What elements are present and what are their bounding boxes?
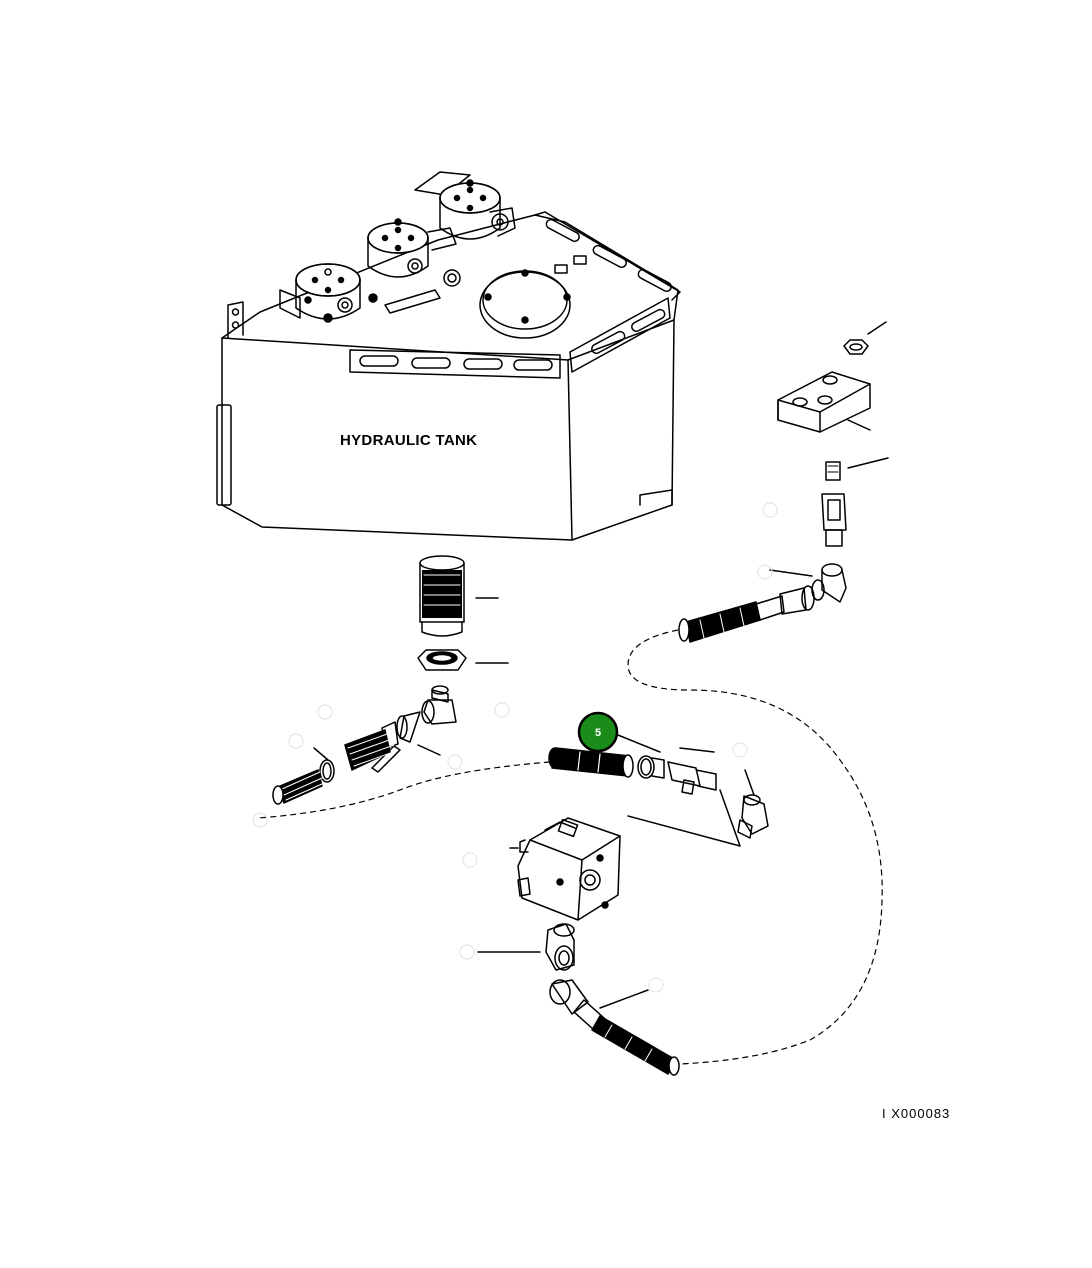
pressure-hose-lower xyxy=(549,979,680,1076)
return-hose-upper xyxy=(678,585,815,643)
figure-id: I X000083 xyxy=(882,1106,950,1121)
mounting-block xyxy=(777,371,871,433)
pump-elbow xyxy=(477,923,575,971)
callout-number: 5 xyxy=(595,727,601,739)
check-valve xyxy=(821,457,889,547)
hydraulic-tank xyxy=(216,171,681,541)
suction-hose-left xyxy=(272,711,441,805)
hose-routing-lines xyxy=(257,629,883,1065)
lock-nut xyxy=(843,321,887,355)
callout-5[interactable]: 5 xyxy=(577,711,619,753)
tank-elbow xyxy=(421,685,457,725)
hydraulic-pump xyxy=(509,817,621,921)
hose-center xyxy=(548,734,769,847)
swivel-elbow xyxy=(769,563,847,603)
tank-label: HYDRAULIC TANK xyxy=(340,432,477,449)
bushing-nut xyxy=(417,649,509,671)
faint-callouts xyxy=(252,502,778,993)
suction-strainer xyxy=(419,555,499,637)
